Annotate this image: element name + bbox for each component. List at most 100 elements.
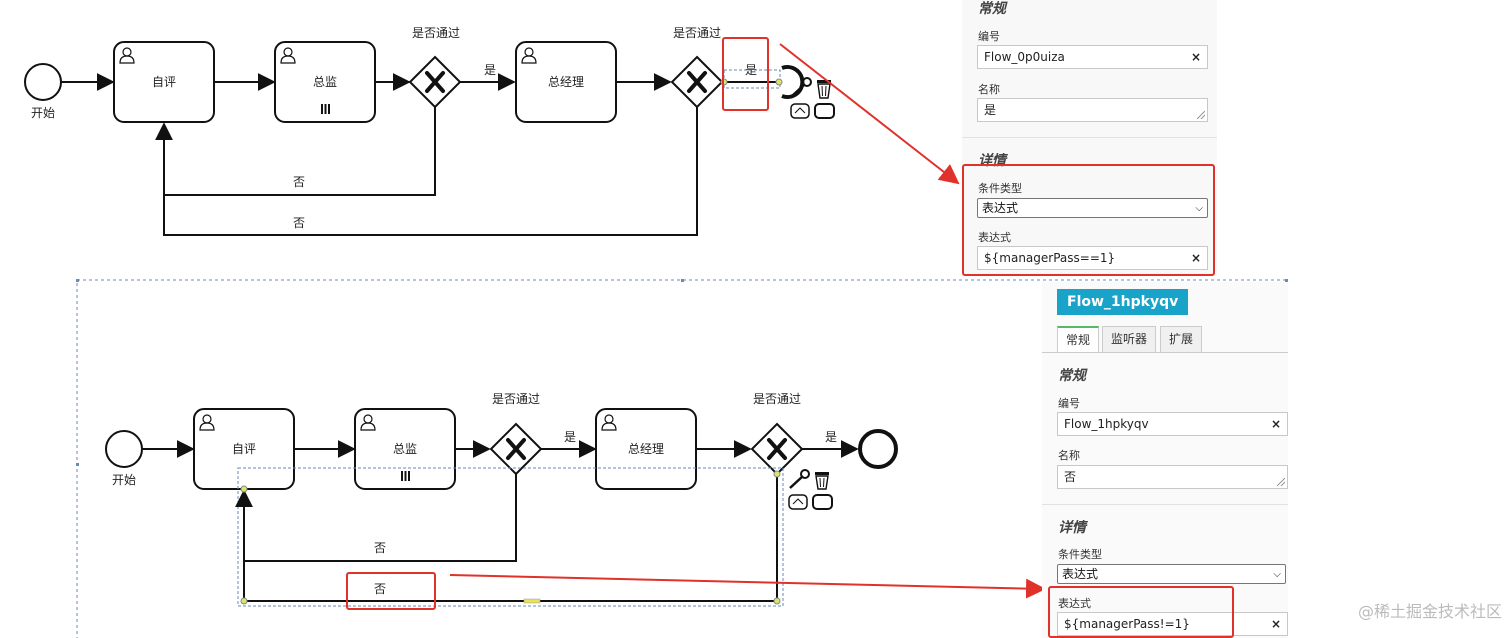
wrench-icon[interactable] — [791, 77, 812, 97]
task-label: 总经理 — [628, 442, 664, 456]
gateway-label: 是否通过 — [412, 26, 460, 40]
clear-icon[interactable]: × — [1270, 417, 1281, 431]
id-label: 编号 — [978, 30, 1000, 43]
end-event-partial — [781, 65, 805, 99]
watermark: @稀土掘金技术社区 — [1357, 602, 1502, 621]
chevron-down-icon: ⌵ — [1273, 569, 1281, 580]
section-title-details: 详情 — [1058, 520, 1086, 536]
trash-icon[interactable] — [815, 472, 829, 490]
annotation-arrow — [779, 43, 960, 185]
annotation-arrow — [449, 574, 1046, 599]
task-label: 总监 — [393, 442, 417, 456]
sequence-flow-no[interactable] — [244, 474, 517, 562]
chevron-down-icon: ⌵ — [1195, 203, 1203, 214]
clear-icon[interactable]: × — [1270, 617, 1281, 631]
gateway-label: 是否通过 — [753, 392, 801, 406]
multi-instance-icon — [321, 104, 330, 114]
exclusive-gateway-x-icon — [687, 71, 707, 93]
id-value: Flow_1hpkyqv — [1064, 417, 1149, 431]
properties-panel-bottom: Flow_1hpkyqv 常规 监听器 扩展 常规 编号 Flow_1hpkyq… — [1042, 282, 1288, 638]
user-icon — [197, 412, 217, 432]
user-icon — [358, 412, 378, 432]
multi-instance-icon — [401, 471, 410, 481]
condition-type-value: 表达式 — [1062, 567, 1099, 581]
expression-field[interactable]: ${managerPass!=1} × — [1057, 612, 1288, 636]
resize-grip-icon[interactable] — [1277, 478, 1285, 486]
flow-label: 否 — [293, 216, 305, 230]
flow-label: 否 — [293, 175, 305, 189]
name-label: 名称 — [1058, 449, 1080, 462]
task-label: 总经理 — [548, 75, 584, 89]
task-label: 自评 — [152, 75, 176, 89]
trash-icon[interactable] — [817, 80, 831, 99]
id-field[interactable]: Flow_0p0uiza × — [977, 45, 1208, 69]
id-value: Flow_0p0uiza — [984, 50, 1065, 64]
properties-panel-top: 常规 编号 Flow_0p0uiza × 名称 是 详情 条件类型 表达式 ⌵ … — [962, 0, 1217, 276]
divider — [1042, 352, 1288, 353]
append-task-icon[interactable] — [814, 103, 835, 119]
annotation-icon[interactable] — [790, 103, 810, 119]
flow-handle[interactable] — [240, 485, 248, 493]
exclusive-gateway-x-icon — [425, 71, 445, 93]
diagram-top: 开始 自评 总监 是否通过 是 总经理 是否通过 是 — [24, 26, 835, 236]
append-task-icon[interactable] — [812, 494, 833, 510]
highlight-box — [1048, 586, 1234, 638]
name-field[interactable]: 是 — [977, 98, 1208, 122]
element-id-badge: Flow_1hpkyqv — [1057, 289, 1189, 315]
flow-handle[interactable] — [775, 78, 783, 86]
resize-grip-icon[interactable] — [1197, 111, 1205, 119]
annotation-icon[interactable] — [788, 494, 808, 510]
flow-label: 否 — [374, 582, 386, 596]
clear-icon[interactable]: × — [1190, 251, 1201, 265]
flow-label: 是 — [564, 430, 576, 444]
tab-general[interactable]: 常规 — [1057, 326, 1100, 352]
condition-type-select[interactable]: 表达式 ⌵ — [977, 198, 1208, 218]
flow-handle[interactable] — [240, 597, 248, 605]
user-icon — [117, 45, 137, 65]
highlight-box — [962, 164, 1215, 276]
divider — [962, 137, 1217, 138]
end-event[interactable] — [858, 429, 898, 469]
user-icon — [519, 45, 539, 65]
name-value: 否 — [1064, 470, 1077, 484]
condition-type-label: 条件类型 — [978, 182, 1022, 195]
panel-tabs: 常规 监听器 扩展 — [1057, 326, 1287, 352]
task-label: 总监 — [313, 75, 337, 89]
exclusive-gateway-x-icon — [506, 438, 526, 460]
flow-segment-handle[interactable] — [523, 598, 541, 604]
section-title-general: 常规 — [978, 1, 1006, 17]
expression-field[interactable]: ${managerPass==1} × — [977, 246, 1208, 270]
sequence-flow-no[interactable] — [155, 107, 698, 236]
gateway-label: 是否通过 — [673, 26, 721, 40]
gateway-label: 是否通过 — [492, 392, 540, 406]
flow-handle[interactable] — [773, 597, 781, 605]
name-value: 是 — [984, 103, 997, 117]
start-event[interactable] — [105, 430, 143, 468]
start-label: 开始 — [112, 473, 136, 487]
name-field[interactable]: 否 — [1057, 465, 1288, 489]
tab-listeners[interactable]: 监听器 — [1102, 326, 1157, 352]
flow-label: 是 — [825, 430, 837, 444]
condition-type-value: 表达式 — [982, 201, 1019, 215]
sequence-flow-no-selected[interactable] — [235, 474, 778, 602]
expression-value: ${managerPass==1} — [984, 251, 1116, 265]
sequence-flow-no[interactable] — [164, 107, 436, 196]
flow-label: 是 — [745, 63, 757, 77]
divider — [1042, 504, 1288, 505]
flow-label: 是 — [484, 63, 496, 77]
user-icon — [278, 45, 298, 65]
exclusive-gateway-x-icon — [767, 438, 787, 460]
id-label: 编号 — [1058, 397, 1080, 410]
tab-extensions[interactable]: 扩展 — [1160, 326, 1203, 352]
clear-icon[interactable]: × — [1190, 50, 1201, 64]
name-label: 名称 — [978, 83, 1000, 96]
start-event[interactable] — [24, 63, 62, 101]
flow-handle[interactable] — [773, 470, 781, 478]
condition-type-select[interactable]: 表达式 ⌵ — [1057, 564, 1286, 584]
wrench-icon[interactable] — [789, 469, 810, 489]
expression-value: ${managerPass!=1} — [1064, 617, 1190, 631]
task-label: 自评 — [232, 442, 256, 456]
highlight-box — [346, 572, 436, 610]
id-field[interactable]: Flow_1hpkyqv × — [1057, 412, 1288, 436]
